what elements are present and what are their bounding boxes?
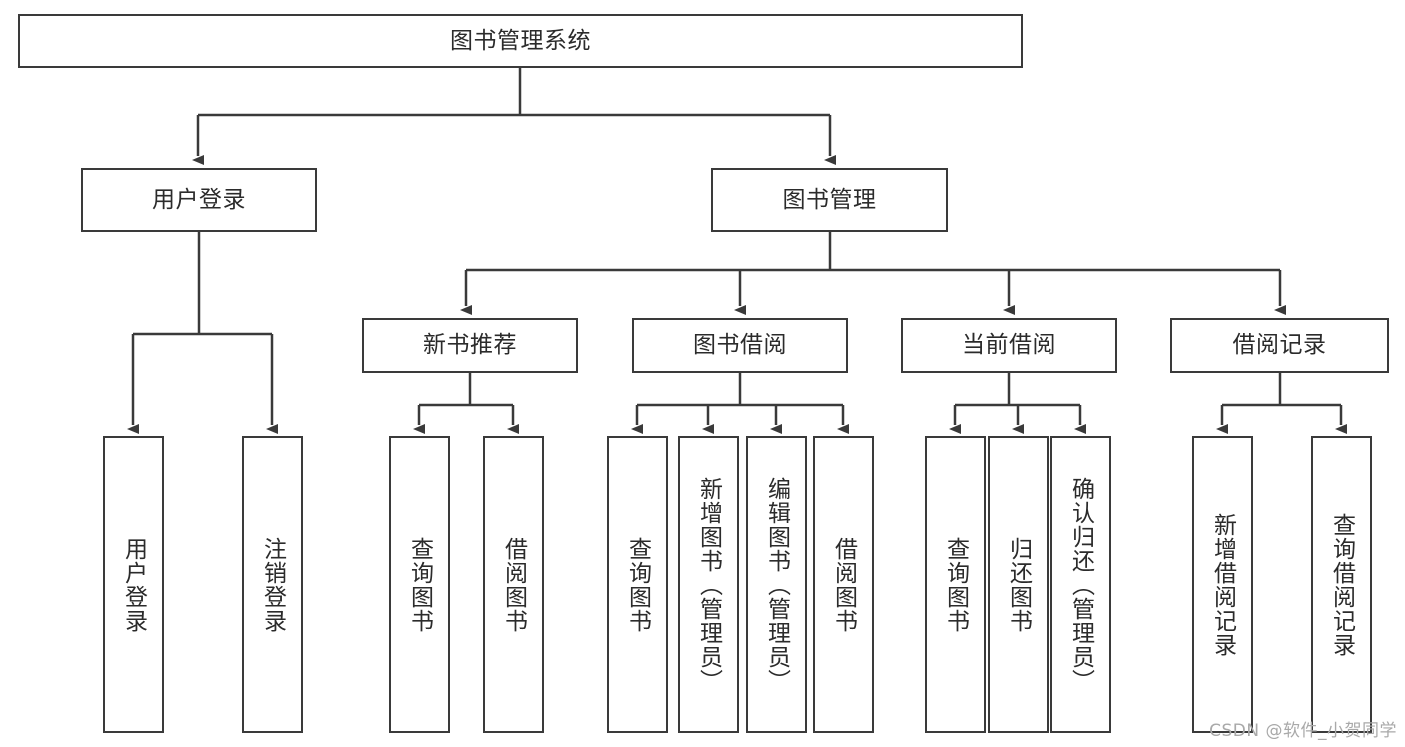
node-label: 用户登录: [120, 536, 147, 633]
node-label: 归还图书: [1005, 536, 1032, 633]
node-leaf-user-login[interactable]: 用户登录: [103, 436, 164, 733]
node-leaf-add-record[interactable]: 新增借阅记录: [1192, 436, 1253, 733]
node-label: 借阅图书: [830, 536, 857, 633]
node-leaf-add-book[interactable]: 新增图书（管理员）: [678, 436, 739, 733]
node-current-borrow[interactable]: 当前借阅: [901, 318, 1117, 373]
node-leaf-borrow-book-1[interactable]: 借阅图书: [483, 436, 544, 733]
node-book-borrow[interactable]: 图书借阅: [632, 318, 848, 373]
node-label: 当前借阅: [962, 332, 1056, 359]
node-label: 查询图书: [624, 536, 651, 633]
node-leaf-query-book-2[interactable]: 查询图书: [607, 436, 668, 733]
node-borrow-record[interactable]: 借阅记录: [1170, 318, 1389, 373]
node-label: 查询图书: [942, 536, 969, 633]
node-leaf-query-book-1[interactable]: 查询图书: [389, 436, 450, 733]
node-label: 新书推荐: [423, 332, 517, 359]
node-leaf-edit-book[interactable]: 编辑图书（管理员）: [746, 436, 807, 733]
node-label: 图书借阅: [693, 332, 787, 359]
node-label: 用户登录: [152, 186, 246, 213]
node-new-book-recommend[interactable]: 新书推荐: [362, 318, 578, 373]
node-label: 新增图书（管理员）: [695, 476, 722, 693]
node-leaf-query-record[interactable]: 查询借阅记录: [1311, 436, 1372, 733]
node-leaf-query-book-3[interactable]: 查询图书: [925, 436, 986, 733]
node-leaf-borrow-book-2[interactable]: 借阅图书: [813, 436, 874, 733]
node-label: 新增借阅记录: [1209, 512, 1236, 657]
node-label: 编辑图书（管理员）: [763, 476, 790, 693]
node-label: 图书管理: [782, 186, 877, 213]
node-book-management[interactable]: 图书管理: [711, 168, 948, 232]
node-label: 查询借阅记录: [1328, 512, 1355, 657]
node-user-login[interactable]: 用户登录: [81, 168, 317, 232]
node-label: 确认归还（管理员）: [1067, 476, 1094, 693]
node-leaf-logout-login[interactable]: 注销登录: [242, 436, 303, 733]
node-leaf-confirm-return[interactable]: 确认归还（管理员）: [1050, 436, 1111, 733]
node-leaf-return-book[interactable]: 归还图书: [988, 436, 1049, 733]
node-label: 借阅图书: [500, 536, 527, 633]
node-label: 注销登录: [259, 536, 286, 633]
node-label: 图书管理系统: [450, 27, 591, 54]
node-label: 查询图书: [406, 536, 433, 633]
node-root[interactable]: 图书管理系统: [18, 14, 1023, 68]
node-label: 借阅记录: [1232, 332, 1327, 359]
